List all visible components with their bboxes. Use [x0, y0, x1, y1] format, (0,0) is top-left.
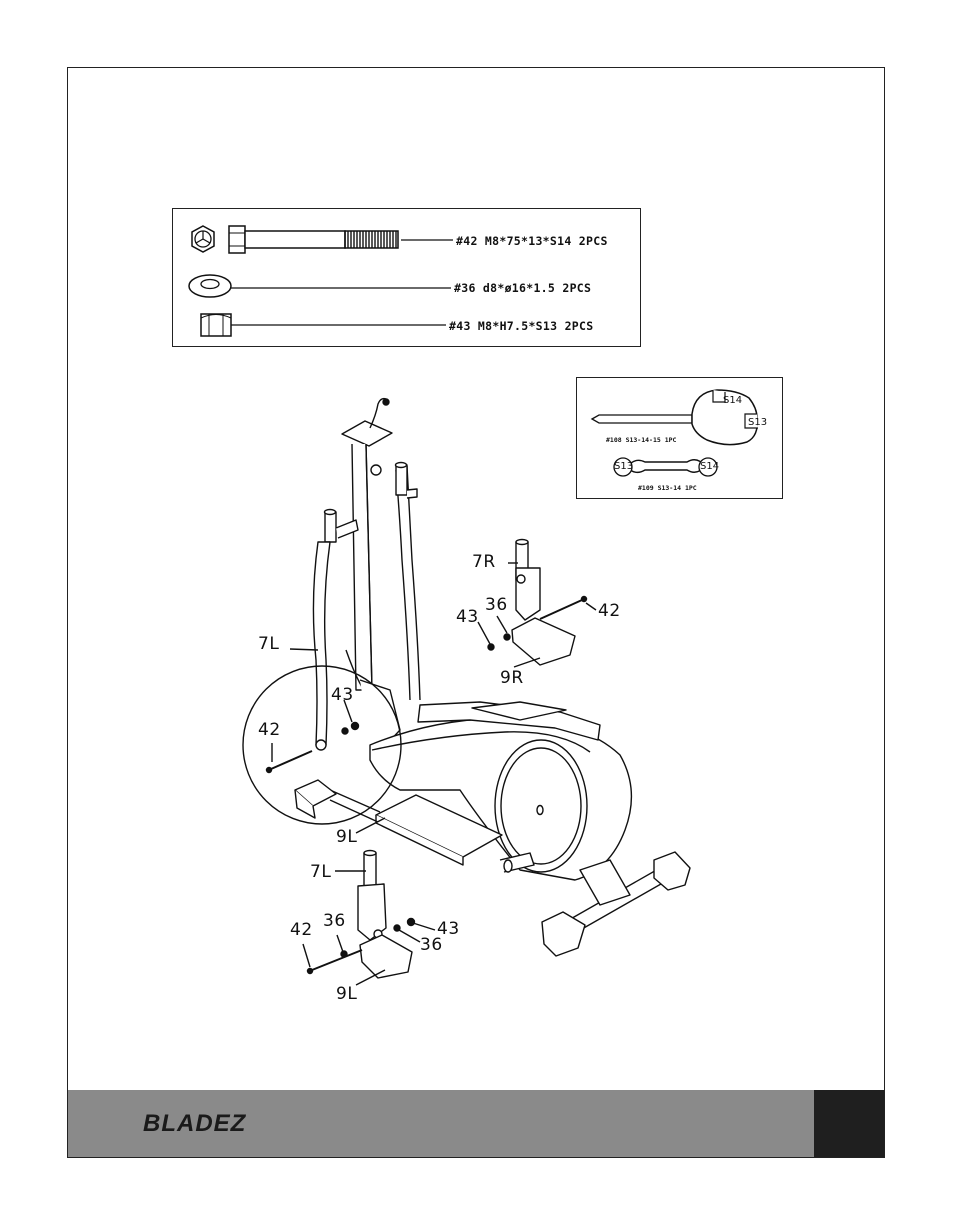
- callout-36: 36: [420, 935, 443, 955]
- callout-9l: 9L: [336, 827, 358, 847]
- spanner-icon: [613, 457, 718, 477]
- callout-7l: 7L: [310, 862, 332, 882]
- callout-9r: 9R: [500, 668, 524, 688]
- callout-42: 42: [290, 920, 313, 940]
- bolt-head-icon: [191, 225, 215, 253]
- tool-size-mark: S14: [723, 395, 743, 406]
- hardware-parts-box: #42 M8*75*13*S14 2PCS #36 d8*ø16*1.5 2PC…: [172, 208, 641, 347]
- washer-spec-label: #36 d8*ø16*1.5 2PCS: [454, 281, 592, 295]
- hardware-drawings: [188, 225, 453, 337]
- nut-icon: [200, 313, 446, 337]
- callout-43: 43: [456, 607, 479, 627]
- footer-page-block: [814, 1090, 884, 1157]
- callout-9l: 9L: [336, 984, 358, 1004]
- brand-logo: BLADEZ: [143, 1110, 247, 1137]
- callout-7r: 7R: [472, 552, 496, 572]
- callout-43: 43: [331, 685, 354, 705]
- page-frame: [67, 67, 885, 1158]
- allen-wrench-label: #108 S13-14-15 1PC: [606, 436, 677, 444]
- callout-7l: 7L: [258, 634, 280, 654]
- washer-icon: [188, 274, 451, 298]
- bolt-spec-label: #42 M8*75*13*S14 2PCS: [456, 234, 608, 248]
- callout-42: 42: [258, 720, 281, 740]
- callout-42: 42: [598, 601, 621, 621]
- allen-wrench-icon: [590, 389, 759, 446]
- callout-36: 36: [485, 595, 508, 615]
- tool-size-mark: S14: [700, 461, 720, 472]
- callout-36: 36: [323, 911, 346, 931]
- tool-size-mark: S13: [748, 417, 768, 428]
- tools-box: S14 S13 S13 S14 #108 S13-14-15 1PC #109 …: [576, 377, 783, 499]
- callout-43: 43: [437, 919, 460, 939]
- footer-bar: BLADEZ: [68, 1090, 884, 1157]
- nut-spec-label: #43 M8*H7.5*S13 2PCS: [449, 319, 594, 333]
- tool-size-mark: S13: [614, 461, 634, 472]
- spanner-label: #109 S13-14 1PC: [638, 484, 697, 492]
- tools-drawings: [590, 389, 759, 477]
- bolt-icon: [228, 225, 453, 254]
